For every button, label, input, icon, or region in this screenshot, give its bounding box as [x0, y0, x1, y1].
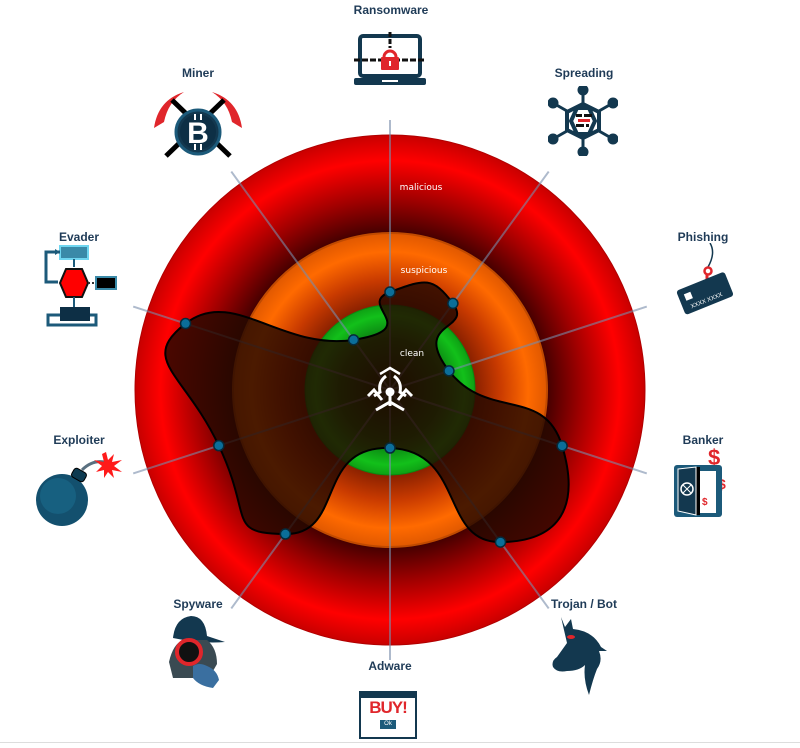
- data-point-exploiter[interactable]: [213, 439, 225, 452]
- flowchart-icon: [44, 245, 117, 327]
- label-spreading: Spreading: [554, 66, 614, 80]
- label-ransomware: Ransomware: [353, 3, 429, 17]
- label-spyware: Spyware: [173, 597, 223, 611]
- label-exploiter: Exploiter: [53, 433, 105, 447]
- popup-ok-button[interactable]: Ok: [380, 720, 396, 729]
- zone-label-clean: clean: [400, 349, 424, 359]
- zone-label-suspicious: suspicious: [401, 266, 448, 276]
- horse-head-icon: [552, 617, 607, 695]
- data-point-spyware[interactable]: [279, 528, 292, 540]
- network-hexagon-icon: [548, 86, 618, 156]
- label-trojan: Trojan / Bot: [551, 597, 617, 611]
- data-point-ransomware[interactable]: [384, 286, 396, 298]
- data-point-trojan-bot[interactable]: [494, 536, 507, 548]
- data-point-phishing[interactable]: [443, 365, 455, 377]
- svg-text:B: B: [187, 117, 209, 150]
- svg-text:$: $: [702, 497, 708, 508]
- bitcoin-pickaxe-icon: B: [154, 92, 242, 158]
- bomb-icon: [36, 452, 122, 526]
- biohazard-icon: [366, 366, 414, 412]
- popup-buy-text: BUY!: [369, 698, 408, 717]
- data-point-adware[interactable]: [384, 442, 396, 454]
- data-point-spreading[interactable]: [447, 297, 459, 310]
- bottom-divider: [0, 742, 800, 743]
- safe-dollar-icon: $ $ $: [674, 445, 726, 523]
- spy-magnifier-icon: [169, 616, 225, 688]
- data-point-miner[interactable]: [347, 334, 360, 346]
- buy-popup-icon: BUY! Ok: [359, 691, 417, 739]
- label-adware: Adware: [368, 659, 412, 673]
- label-evader: Evader: [58, 230, 100, 244]
- label-miner: Miner: [181, 66, 215, 80]
- laptop-lock-icon: [354, 32, 426, 85]
- data-point-evader[interactable]: [179, 317, 192, 330]
- data-point-banker[interactable]: [556, 440, 568, 452]
- label-phishing: Phishing: [677, 230, 729, 244]
- radar-points: [179, 286, 568, 548]
- popup-titlebar: [361, 693, 415, 698]
- zone-label-malicious: malicious: [400, 183, 443, 193]
- credit-card-hook-icon: XXXX XXXX: [676, 243, 734, 315]
- label-banker: Banker: [682, 433, 724, 447]
- svg-text:$: $: [708, 445, 720, 470]
